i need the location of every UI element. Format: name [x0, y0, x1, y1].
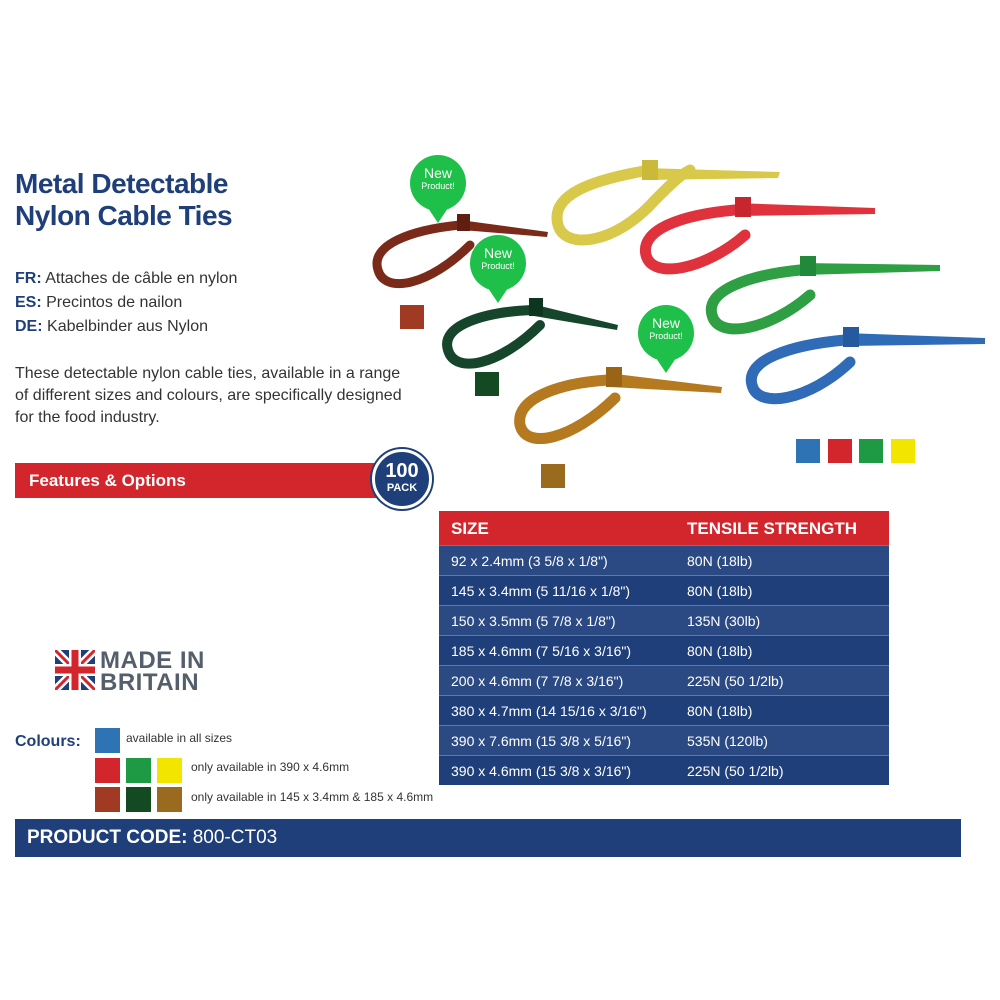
header-size: SIZE: [451, 519, 489, 538]
table-row: 380 x 4.7mm (14 15/16 x 3/16")80N (18lb): [439, 695, 889, 725]
colour-swatch-ochre: [157, 787, 182, 812]
translations: FR: Attaches de câble en nylon ES: Preci…: [15, 267, 237, 339]
colour-row-1-text: available in all sizes: [126, 731, 233, 745]
swatch-yellow: [891, 439, 915, 463]
table-header: SIZE TENSILE STRENGTH: [439, 511, 889, 545]
pack-badge: 100 PACK: [372, 449, 432, 509]
size-tensile-table: SIZE TENSILE STRENGTH 92 x 2.4mm (3 5/8 …: [439, 511, 889, 785]
colour-row-2-text: only available in 390 x 4.6mm: [191, 760, 350, 774]
swatch-green: [859, 439, 883, 463]
product-code-bar: PRODUCT CODE: 800-CT03: [15, 819, 961, 857]
dark-green-cable-tie: [442, 298, 618, 369]
table-row: 145 x 3.4mm (5 11/16 x 1/8")80N (18lb): [439, 575, 889, 605]
table-row: 390 x 4.6mm (15 3/8 x 3/16")225N (50 1/2…: [439, 755, 889, 785]
page-title: Metal Detectable Nylon Cable Ties: [15, 168, 335, 232]
translation-fr: FR: Attaches de câble en nylon: [15, 270, 238, 287]
ochre-cable-tie: [514, 367, 722, 444]
badge-pin-icon: [410, 155, 466, 223]
colours-label: Colours:: [15, 733, 81, 750]
product-description: These detectable nylon cable ties, avail…: [15, 365, 402, 426]
blue-cable-tie: [745, 327, 985, 405]
cable-ties-graphic: [372, 160, 985, 444]
features-options-label: Features & Options: [29, 471, 186, 490]
translation-es: ES: Precintos de nailon: [15, 294, 183, 311]
table-row: 150 x 3.5mm (5 7/8 x 1/8")135N (30lb): [439, 605, 889, 635]
colour-swatch-red: [95, 758, 120, 783]
table-row: 185 x 4.6mm (7 5/16 x 3/16")80N (18lb): [439, 635, 889, 665]
red-cable-tie: [639, 197, 875, 275]
table-row: 92 x 2.4mm (3 5/8 x 1/8")80N (18lb): [439, 545, 889, 575]
table-row: 200 x 4.6mm (7 7/8 x 3/16")225N (50 1/2l…: [439, 665, 889, 695]
made-in-britain-logo: MADE IN BRITAIN: [55, 647, 235, 696]
swatch-blue: [796, 439, 820, 463]
green-cable-tie: [705, 256, 940, 335]
colour-swatch-yellow: [157, 758, 182, 783]
colour-swatch-dark-green: [126, 787, 151, 812]
colour-row-3-text: only available in 145 x 3.4mm & 185 x 4.…: [191, 790, 434, 804]
product-code-label: PRODUCT CODE: 800-CT03: [27, 827, 278, 848]
product-code-value: 800-CT03: [192, 827, 278, 848]
header-tensile-strength: TENSILE STRENGTH: [687, 519, 858, 538]
pack-word: PACK: [386, 482, 418, 494]
table-row: 390 x 7.6mm (15 3/8 x 5/16")535N (120lb): [439, 725, 889, 755]
swatch-ochre: [541, 464, 565, 488]
union-flag-icon: [55, 650, 95, 690]
title-line-1: Metal Detectable: [15, 168, 228, 199]
features-options-bar: Features & Options: [15, 463, 400, 498]
colour-swatch-brown: [95, 787, 120, 812]
colour-swatch-green: [126, 758, 151, 783]
badge-pin-icon: [638, 305, 694, 373]
yellow-cable-tie: [551, 160, 780, 246]
badge-pin-icon: [470, 235, 526, 303]
brown-cable-tie: [372, 214, 548, 289]
title-line-2: Nylon Cable Ties: [15, 200, 233, 231]
colour-swatch-blue: [95, 728, 120, 753]
swatch-brown: [400, 305, 424, 329]
swatch-red: [828, 439, 852, 463]
translation-de: DE: Kabelbinder aus Nylon: [15, 318, 209, 335]
pack-number: 100: [385, 460, 419, 482]
swatch-dark-green: [475, 372, 499, 396]
made-in-britain-text: MADE IN BRITAIN: [100, 647, 205, 696]
